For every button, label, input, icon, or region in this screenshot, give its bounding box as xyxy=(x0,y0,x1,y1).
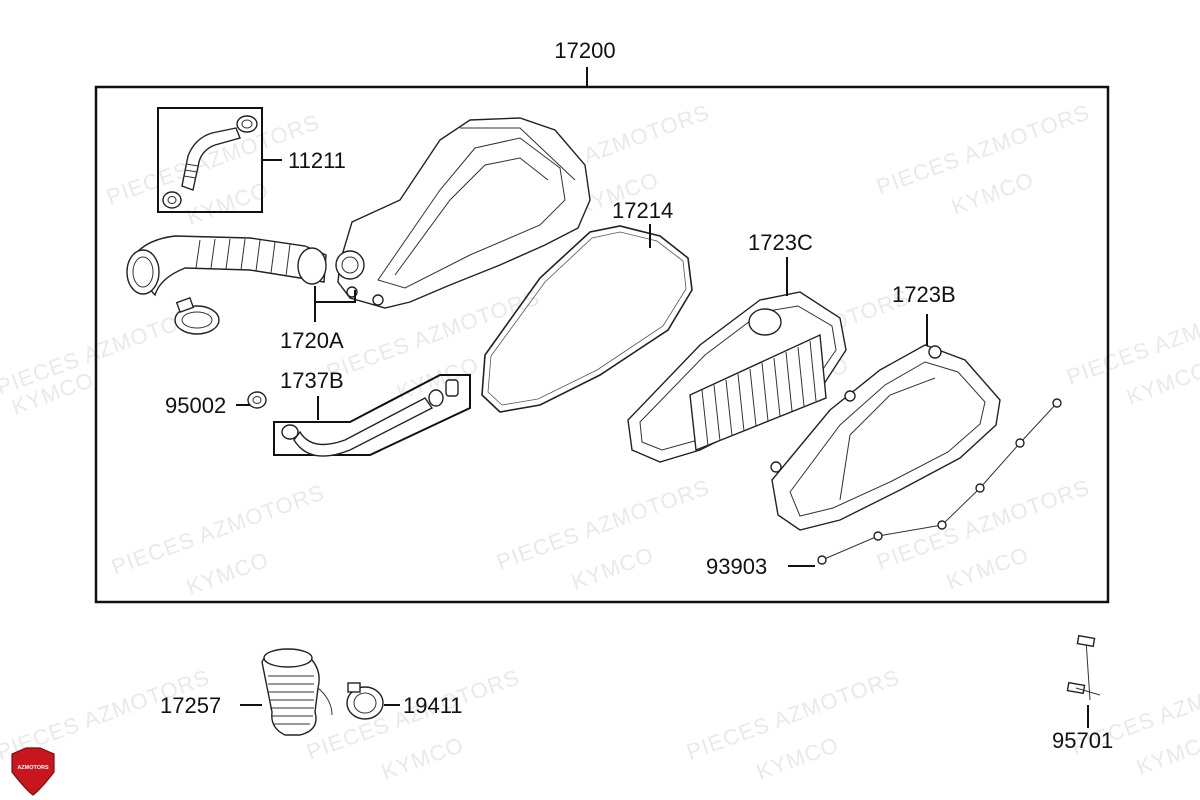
band-screw xyxy=(347,682,361,693)
part-label-11211[interactable]: 11211 xyxy=(288,148,346,173)
part-label-1720A[interactable]: 1720A xyxy=(280,328,344,353)
drain-hose-part[interactable] xyxy=(281,379,459,457)
watermark-text: KYMCO xyxy=(183,547,272,600)
leader-line-1720A xyxy=(314,286,356,303)
air-cleaner-case-part[interactable] xyxy=(126,117,591,335)
cover-inner xyxy=(789,361,986,517)
hose-clip-top-inner xyxy=(241,119,253,129)
case-inner-ridge xyxy=(394,157,549,276)
drain-hose-clip xyxy=(281,424,299,440)
bolt-head xyxy=(1076,634,1096,648)
drain-hose-clip xyxy=(428,389,444,407)
duct-ribs xyxy=(268,675,314,725)
part-label-95701[interactable]: 95701 xyxy=(1052,728,1113,753)
part-label-17200[interactable]: 17200 xyxy=(554,38,615,63)
duct-flange xyxy=(317,687,333,716)
case-inner-rim xyxy=(377,137,566,289)
filter-mount-hole xyxy=(748,308,782,336)
case-gasket-part[interactable] xyxy=(481,225,693,413)
case-body xyxy=(337,117,591,309)
part-label-19411[interactable]: 19411 xyxy=(403,693,463,718)
screw-chain-line xyxy=(821,402,1058,561)
watermark-text: KYMCO xyxy=(943,542,1032,595)
screw-head xyxy=(937,520,947,530)
screw-head xyxy=(975,483,985,493)
intake-hose xyxy=(127,235,327,297)
screw-head xyxy=(1052,398,1062,408)
hose-band-screw xyxy=(175,297,195,313)
part-label-17257[interactable]: 17257 xyxy=(160,693,221,718)
gasket-outer xyxy=(481,225,693,413)
screw-head xyxy=(1015,438,1025,448)
hose-clip-top xyxy=(236,115,258,133)
assembly-frame xyxy=(94,85,1110,604)
intake-hose-end xyxy=(297,247,327,285)
case-cover-part[interactable] xyxy=(770,344,1001,531)
case-boss xyxy=(372,294,384,306)
case-top-edge xyxy=(460,127,576,181)
inlet-duct-part[interactable] xyxy=(261,648,333,736)
part-label-1723B[interactable]: 1723B xyxy=(892,282,956,307)
band-ring-inner xyxy=(353,692,377,714)
bolt-shaft xyxy=(1075,687,1101,696)
bolts-95701-part[interactable] xyxy=(1066,634,1101,701)
filter-element-part[interactable] xyxy=(627,291,847,463)
screw-head xyxy=(817,555,827,565)
hose-ribs xyxy=(183,163,199,179)
part-label-95002[interactable]: 95002 xyxy=(165,393,226,418)
drain-hose-tube xyxy=(293,397,434,457)
hose-band-inner xyxy=(181,311,213,329)
case-inlet-inner xyxy=(341,256,359,274)
watermark-text: KYMCO xyxy=(183,177,272,230)
part-label-93903[interactable]: 93903 xyxy=(706,554,767,579)
logo-shield xyxy=(11,747,55,796)
part-label-17214[interactable]: 17214 xyxy=(612,198,673,223)
part-label-1723C[interactable]: 1723C xyxy=(748,230,813,255)
intake-hose-mouth-inner xyxy=(132,256,154,288)
cover-ridge xyxy=(839,377,936,501)
intake-hose-ribs xyxy=(195,238,291,277)
bolt-shaft xyxy=(1085,639,1091,701)
breather-hose-tube xyxy=(181,127,241,191)
band-19411-part[interactable] xyxy=(346,682,384,720)
drain-plug xyxy=(445,379,459,397)
band-ring xyxy=(346,686,384,720)
cover-tab xyxy=(844,390,856,402)
watermark-text: KYMCO xyxy=(753,732,842,785)
watermark-text: KYMCO xyxy=(948,167,1037,220)
watermark-text: KYMCO xyxy=(568,542,657,595)
drain-hose-inset xyxy=(273,374,471,456)
watermark-text: KYMCO xyxy=(378,732,467,785)
azmotors-logo: AZMOTORS xyxy=(11,747,55,796)
hose-clip-bottom xyxy=(162,191,182,209)
case-inlet xyxy=(335,250,365,280)
screws-93903-part[interactable] xyxy=(817,398,1062,565)
part-label-1737B[interactable]: 1737B xyxy=(280,368,344,393)
cover-tab xyxy=(928,345,942,359)
hose-band xyxy=(174,305,220,335)
gasket-inner xyxy=(487,231,687,406)
screw-head xyxy=(873,531,883,541)
filter-pleat-lines xyxy=(701,340,817,447)
cover-tab xyxy=(770,461,782,473)
intake-hose-mouth xyxy=(126,249,160,295)
logo-text: AZMOTORS xyxy=(17,765,49,771)
clip-ring xyxy=(247,391,267,409)
hose-clip-bottom-inner xyxy=(167,196,177,204)
clip-95002-part[interactable] xyxy=(247,391,267,409)
filter-pleats xyxy=(689,333,827,451)
cover-body xyxy=(771,344,1001,531)
duct-mouth xyxy=(263,648,313,668)
clip-ring-inner xyxy=(252,396,262,404)
